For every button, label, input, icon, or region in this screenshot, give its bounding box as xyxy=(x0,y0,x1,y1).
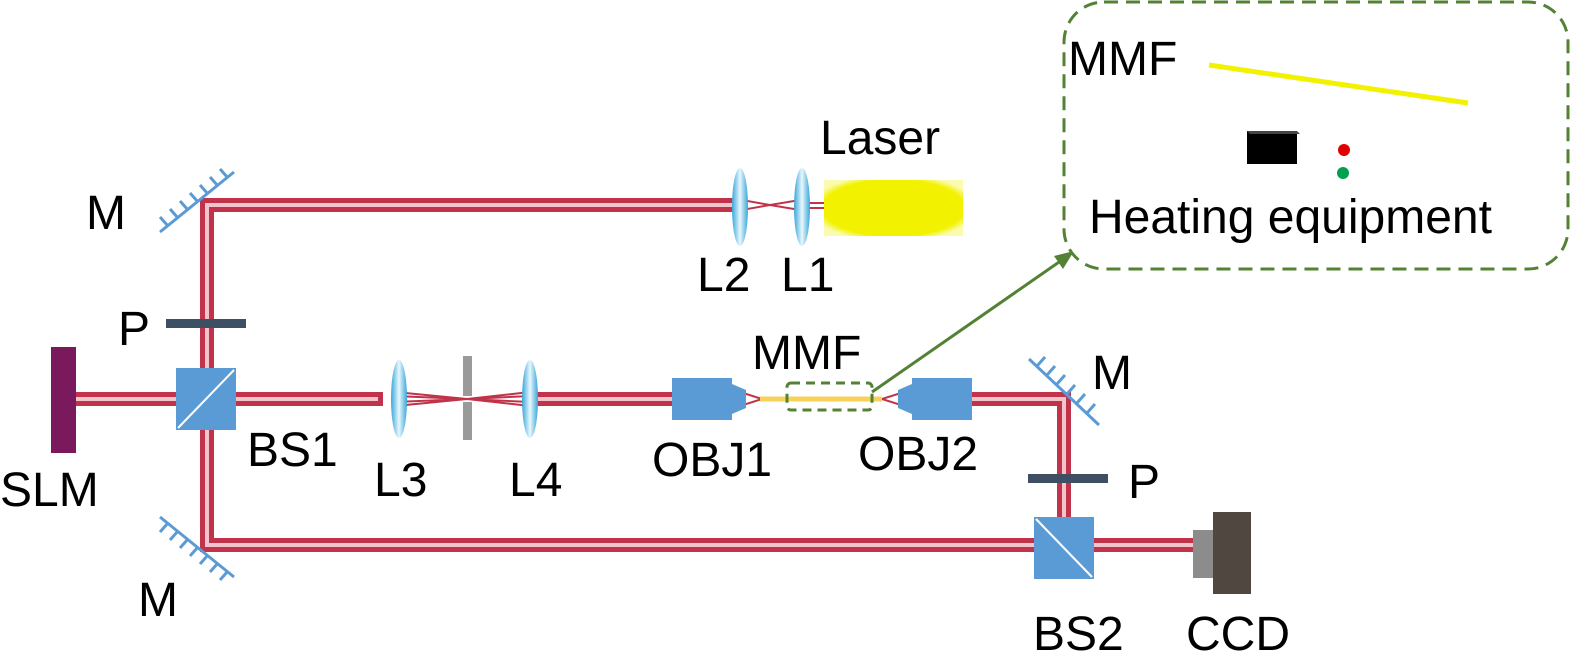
inset-fiber xyxy=(1208,62,1469,106)
label-l2: L2 xyxy=(697,249,750,302)
label-l1: L1 xyxy=(781,249,834,302)
inset-label-mmf: MMF xyxy=(1068,33,1177,86)
mirror-bottom xyxy=(158,515,235,581)
pinhole-aperture xyxy=(463,356,472,440)
lens-l2 xyxy=(732,168,748,246)
label-l4: L4 xyxy=(509,454,562,507)
beam-splitter-1 xyxy=(176,368,236,430)
heating-equipment-icon xyxy=(1247,131,1350,179)
label-p-left: P xyxy=(118,303,150,356)
inset-pointer-arrow xyxy=(871,251,1074,394)
label-m-right: M xyxy=(1092,347,1132,400)
polarizer-right xyxy=(1028,474,1108,483)
label-slm: SLM xyxy=(0,464,99,517)
mirror-top xyxy=(158,168,235,234)
inset-panel xyxy=(1062,0,1570,271)
lens-l1 xyxy=(794,168,810,246)
label-obj2: OBJ2 xyxy=(858,428,978,481)
beam-focus-l3-l4 xyxy=(393,390,532,408)
labels: Laser L2 L1 M P SLM BS1 L3 L4 OBJ1 MMF O… xyxy=(0,33,1492,661)
label-laser: Laser xyxy=(820,112,940,165)
lens-l3 xyxy=(391,360,407,438)
mmf-highlight-box xyxy=(785,381,874,412)
objective-obj2 xyxy=(898,378,972,420)
laser-source xyxy=(824,180,963,236)
label-bs2: BS2 xyxy=(1033,608,1124,661)
label-m-top: M xyxy=(86,187,126,240)
beam-splitter-2 xyxy=(1034,517,1094,579)
mirror-right xyxy=(1027,356,1101,427)
inset-label-heating: Heating equipment xyxy=(1089,191,1492,244)
ccd-camera xyxy=(1193,512,1251,594)
label-ccd: CCD xyxy=(1186,608,1290,661)
lens-l4 xyxy=(522,360,538,438)
label-l3: L3 xyxy=(374,454,427,507)
slm-device xyxy=(51,347,76,453)
label-m-bottom: M xyxy=(138,574,178,627)
label-p-right: P xyxy=(1128,456,1160,509)
beam-focus-l2-l1 xyxy=(734,197,827,213)
label-bs1: BS1 xyxy=(247,424,338,477)
label-mmf: MMF xyxy=(752,327,861,380)
label-obj1: OBJ1 xyxy=(652,434,772,487)
beam-paths xyxy=(71,197,1207,552)
polarizer-left xyxy=(166,319,246,328)
objective-obj1 xyxy=(672,378,746,420)
